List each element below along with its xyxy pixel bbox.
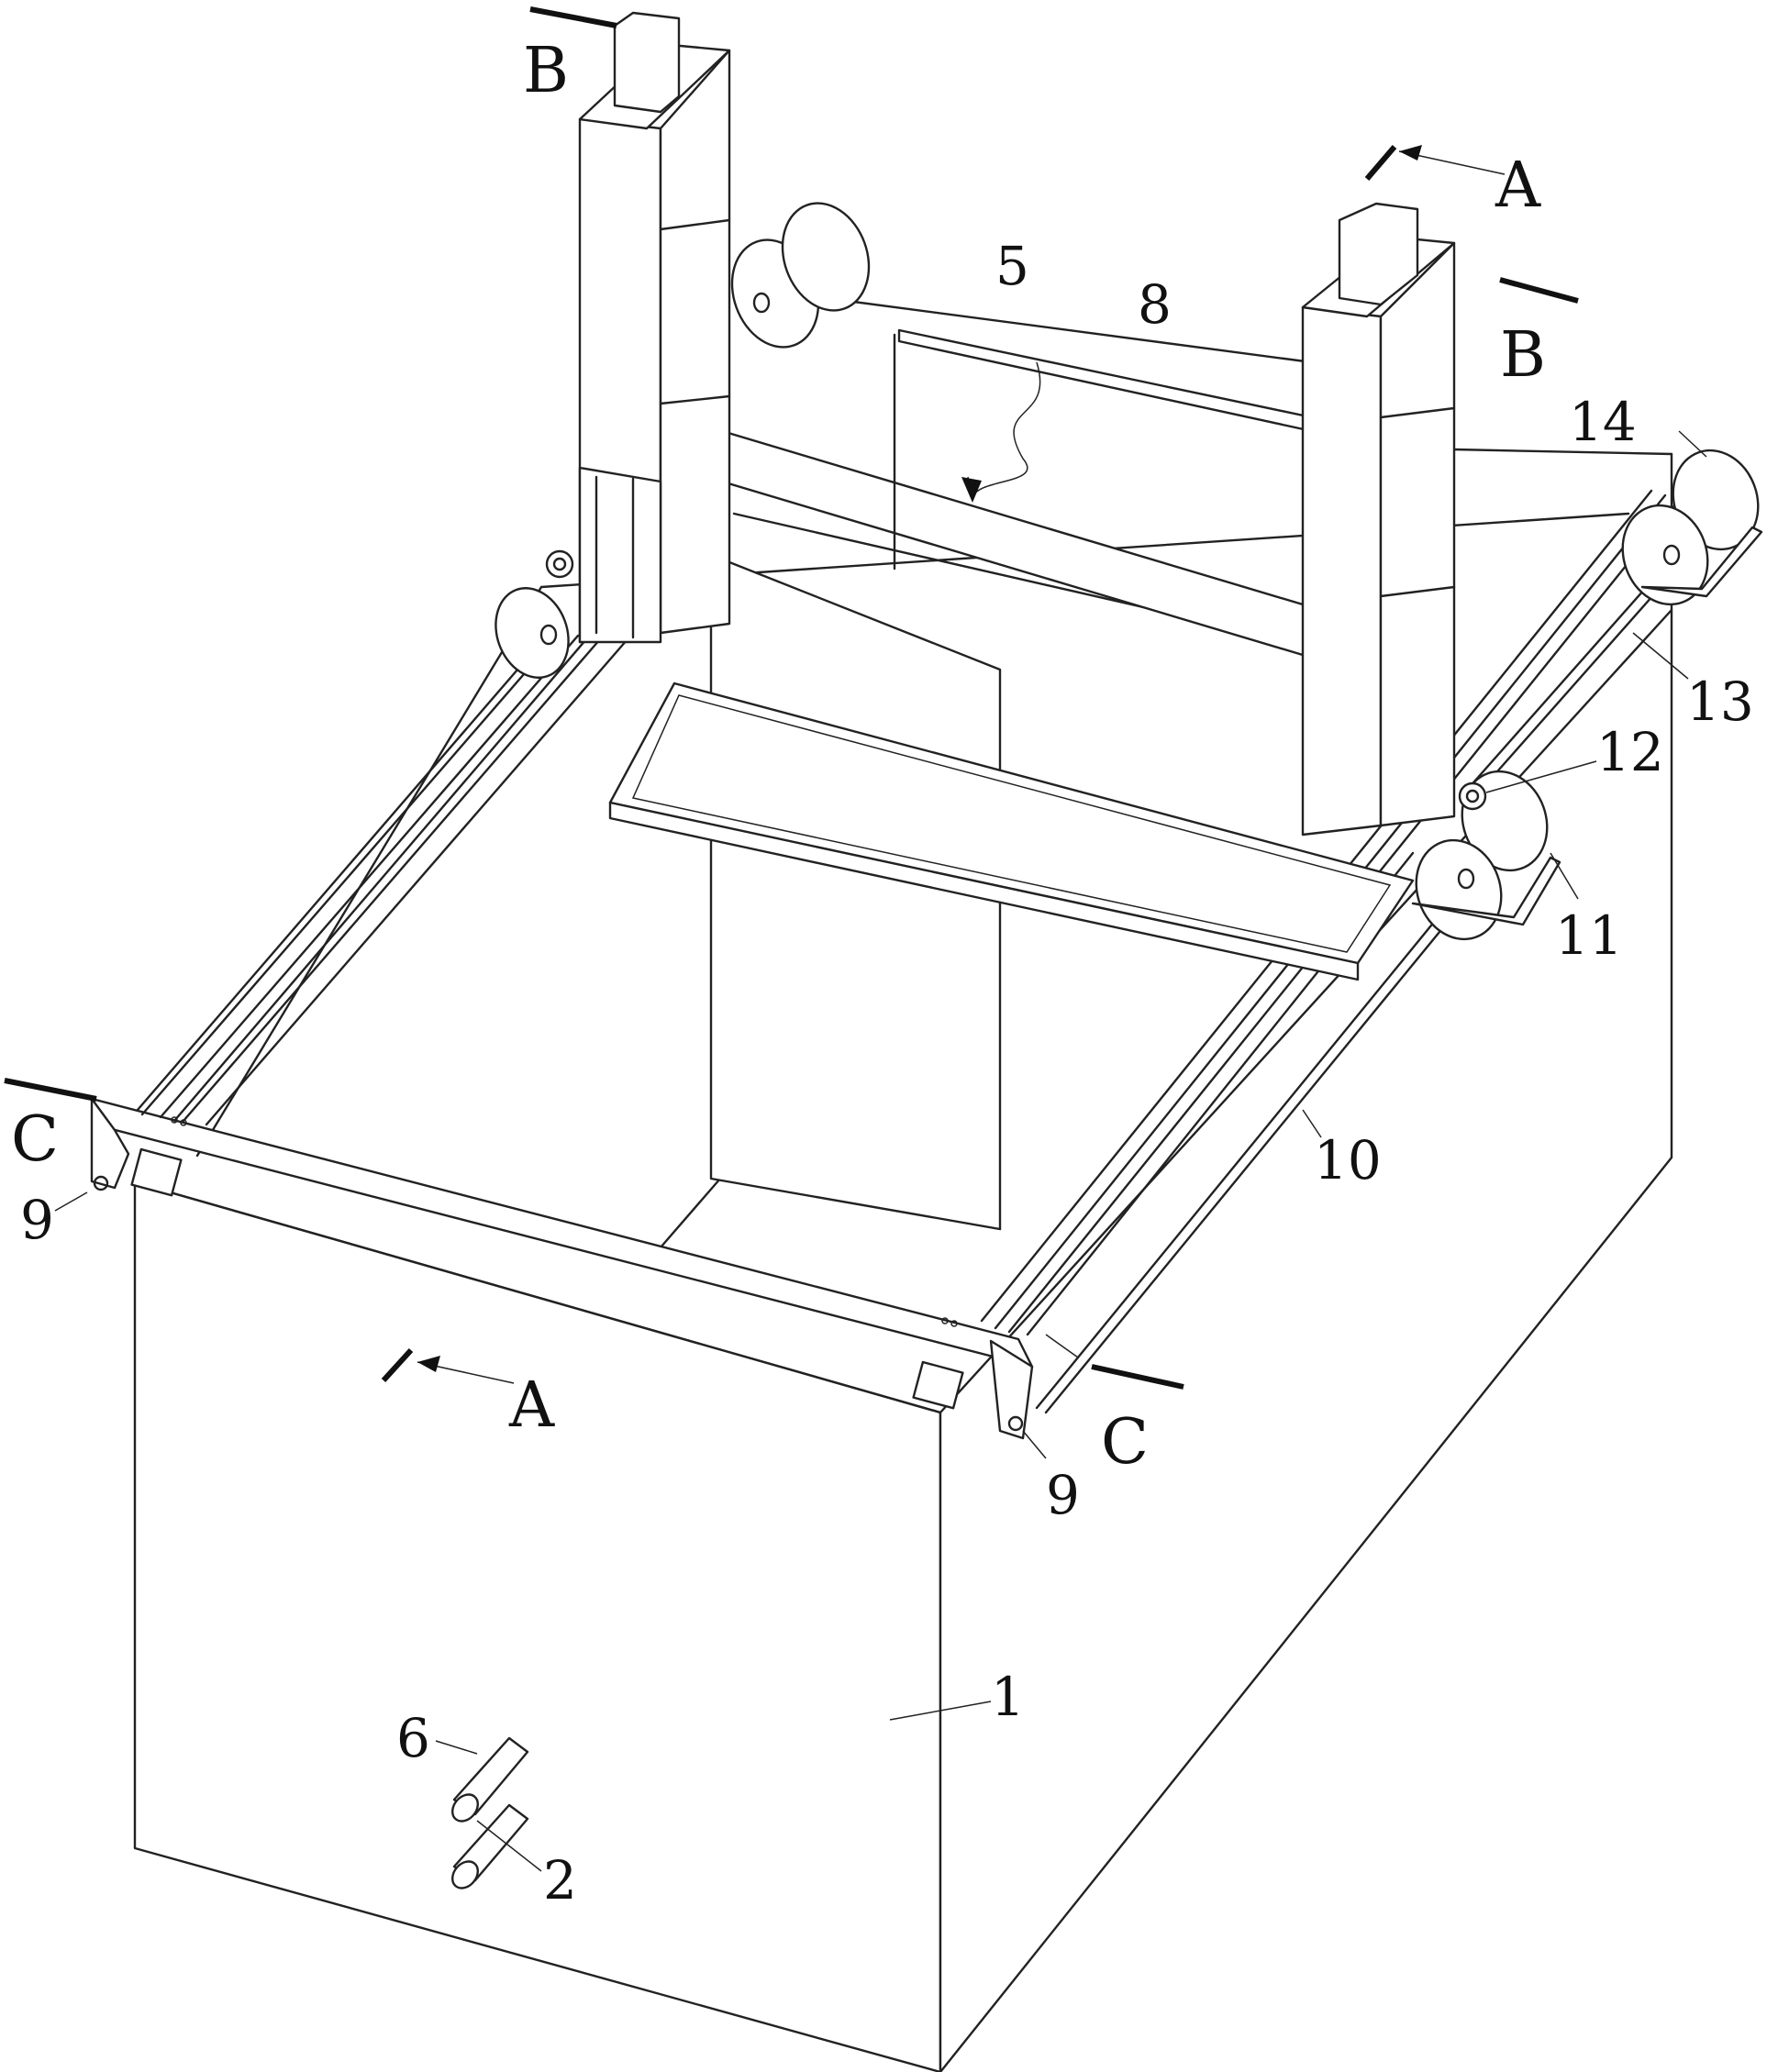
label-12: 12 bbox=[1596, 721, 1664, 783]
section-b-right: B bbox=[1500, 319, 1546, 392]
tank-body bbox=[133, 448, 1673, 2072]
label-5: 5 bbox=[995, 235, 1029, 297]
label-13: 13 bbox=[1686, 670, 1754, 733]
label-11: 11 bbox=[1555, 904, 1623, 967]
left-tower bbox=[578, 11, 731, 644]
section-markers bbox=[4, 6, 1579, 1390]
section-labels: A A B B C C bbox=[11, 35, 1546, 1479]
label-14: 14 bbox=[1569, 391, 1637, 453]
left-rails bbox=[140, 631, 635, 1126]
shafts bbox=[136, 548, 1690, 1414]
right-tower bbox=[1301, 202, 1456, 837]
front-frame bbox=[90, 1097, 1034, 1440]
section-c-right: C bbox=[1101, 1406, 1149, 1479]
section-a-bottom: A bbox=[508, 1369, 555, 1442]
part-labels: 1 2 5 6 8 9 9 10 11 12 13 14 bbox=[20, 235, 1754, 1911]
label-1: 1 bbox=[991, 1666, 1025, 1728]
label-6: 6 bbox=[396, 1707, 430, 1769]
pipes bbox=[451, 1736, 529, 1889]
motors bbox=[495, 202, 1763, 941]
label-9-right: 9 bbox=[1046, 1464, 1080, 1526]
tray bbox=[608, 681, 1415, 981]
label-9-left: 9 bbox=[20, 1189, 54, 1251]
label-10: 10 bbox=[1314, 1129, 1382, 1191]
section-a-top: A bbox=[1495, 150, 1541, 222]
section-c-left: C bbox=[11, 1103, 59, 1176]
leader-lines bbox=[54, 361, 1707, 1872]
section-b-left: B bbox=[523, 35, 569, 107]
label-8: 8 bbox=[1138, 273, 1172, 336]
label-2: 2 bbox=[543, 1849, 577, 1911]
